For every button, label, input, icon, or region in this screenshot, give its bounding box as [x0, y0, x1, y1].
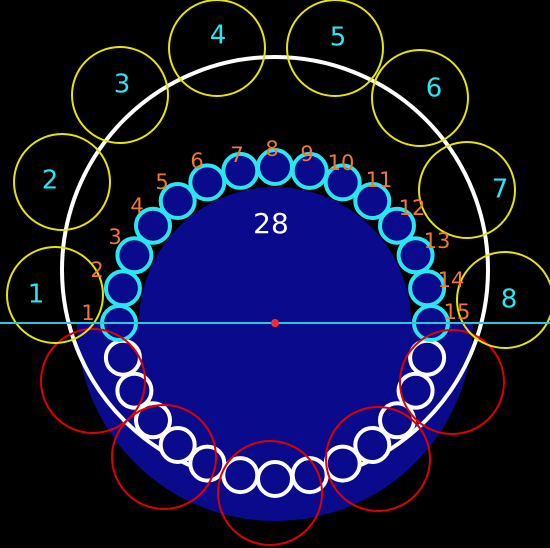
yellow-label-2: 2	[42, 166, 59, 196]
yellow-circle-5	[286, 0, 384, 97]
orange-label-8: 8	[265, 137, 278, 161]
cyan-small-circle-13	[396, 236, 435, 275]
cyan-small-circle-6	[188, 163, 227, 202]
white-small-circle-2	[115, 371, 154, 410]
yellow-label-1: 1	[28, 280, 45, 310]
white-small-circle-12	[396, 371, 435, 410]
white-small-circle-1	[103, 338, 142, 377]
orange-label-7: 7	[230, 143, 243, 167]
yellow-circle-1	[6, 246, 104, 344]
center-dot	[271, 319, 279, 327]
yellow-circle-7	[418, 141, 516, 239]
yellow-circle-8	[456, 251, 550, 349]
cyan-small-circle-9	[290, 151, 329, 190]
red-circle-4	[325, 406, 431, 512]
yellow-label-6: 6	[426, 74, 443, 104]
orange-label-4: 4	[130, 194, 143, 218]
yellow-label-3: 3	[114, 70, 131, 100]
red-circle-3	[217, 440, 323, 546]
orange-label-14: 14	[438, 268, 465, 292]
orange-label-9: 9	[300, 142, 313, 166]
cyan-small-circle-12	[378, 206, 416, 245]
cyan-small-circle-4	[134, 206, 172, 245]
orange-label-6: 6	[190, 149, 203, 173]
cyan-small-circle-2	[103, 269, 142, 308]
yellow-circles	[6, 0, 550, 349]
red-circle-2	[111, 404, 217, 510]
orange-label-10: 10	[328, 151, 355, 175]
red-circles	[40, 328, 505, 546]
white-small-circle-10	[353, 426, 392, 464]
yellow-label-7: 7	[492, 175, 509, 205]
white-small-circle-7	[256, 460, 294, 498]
yellow-label-5: 5	[330, 23, 347, 53]
orange-label-5: 5	[155, 170, 168, 194]
orange-label-11: 11	[366, 168, 393, 192]
orange-label-2: 2	[90, 258, 103, 282]
cyan-small-circle-10	[323, 163, 362, 202]
yellow-circle-6	[371, 49, 469, 147]
cyan-small-circle-3	[115, 236, 154, 275]
yellow-circle-3	[71, 46, 169, 144]
center-label: 28	[253, 207, 289, 240]
yellow-circle-2	[13, 133, 111, 231]
orange-label-3: 3	[108, 225, 121, 249]
white-small-circle-5	[188, 444, 227, 483]
yellow-circle-4	[168, 0, 266, 97]
cyan-small-circle-5	[158, 182, 197, 220]
white-small-circle-3	[134, 401, 172, 440]
yellow-label-8: 8	[501, 285, 518, 315]
orange-label-12: 12	[399, 196, 426, 220]
red-circle-5	[399, 329, 505, 435]
crescent-region	[77, 323, 473, 521]
orange-label-1: 1	[81, 301, 94, 325]
white-small-circle-4	[158, 426, 197, 464]
cyan-small-circle-11	[353, 182, 392, 220]
orange-label-13: 13	[424, 229, 451, 253]
red-circle-1	[40, 328, 146, 434]
yellow-label-4: 4	[210, 21, 227, 51]
orange-label-15: 15	[444, 300, 471, 324]
